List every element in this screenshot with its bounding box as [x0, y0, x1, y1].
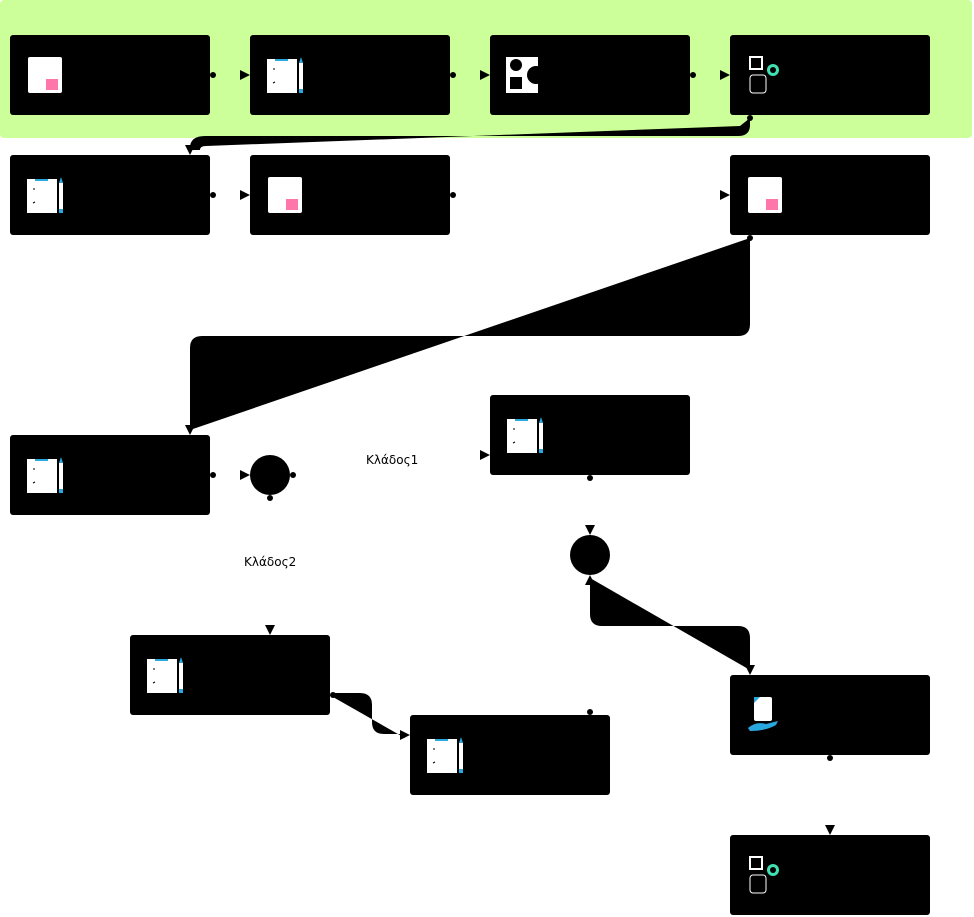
clipboard-icon — [26, 455, 64, 494]
task-node[interactable] — [10, 155, 210, 235]
task-node[interactable] — [410, 715, 610, 795]
edge-n12-gateway2 — [590, 578, 750, 670]
database-icon — [749, 56, 780, 94]
task-node[interactable] — [10, 435, 210, 515]
task-node[interactable] — [490, 35, 690, 115]
edge-n7-n8 — [190, 238, 750, 430]
task-node[interactable] — [730, 155, 930, 235]
hand-document-icon — [748, 697, 778, 731]
clipboard-icon — [506, 415, 544, 454]
edge-n10-n11 — [333, 693, 405, 738]
arrowhead — [185, 145, 195, 155]
port-dot — [210, 72, 216, 78]
gateway-split[interactable] — [250, 455, 290, 495]
branch2-label: Κλάδος2 — [244, 555, 297, 569]
task-node[interactable] — [730, 675, 930, 755]
arrowhead — [720, 70, 730, 80]
task-node[interactable] — [10, 35, 210, 115]
document-icon — [748, 177, 782, 213]
port-dot — [690, 72, 696, 78]
arrowhead — [480, 70, 490, 80]
database-icon — [749, 856, 780, 894]
branch1-label: Κλάδος1 — [366, 453, 419, 467]
clipboard-icon — [146, 655, 184, 694]
task-node[interactable] — [250, 35, 450, 115]
task-node[interactable] — [250, 155, 450, 235]
clipboard-icon — [26, 175, 64, 214]
task-node[interactable] — [730, 835, 930, 915]
gateway-join[interactable] — [570, 535, 610, 575]
clipboard-icon — [426, 735, 464, 774]
task-node[interactable] — [490, 395, 690, 475]
document-icon — [28, 57, 62, 93]
task-node[interactable] — [130, 635, 330, 715]
arrowhead — [240, 70, 250, 80]
clipboard-icon — [266, 55, 304, 94]
shapes-icon — [506, 57, 545, 93]
port-dot — [450, 72, 456, 78]
task-node[interactable] — [730, 35, 930, 115]
document-icon — [268, 177, 302, 213]
edge-n4-n5 — [190, 118, 750, 150]
